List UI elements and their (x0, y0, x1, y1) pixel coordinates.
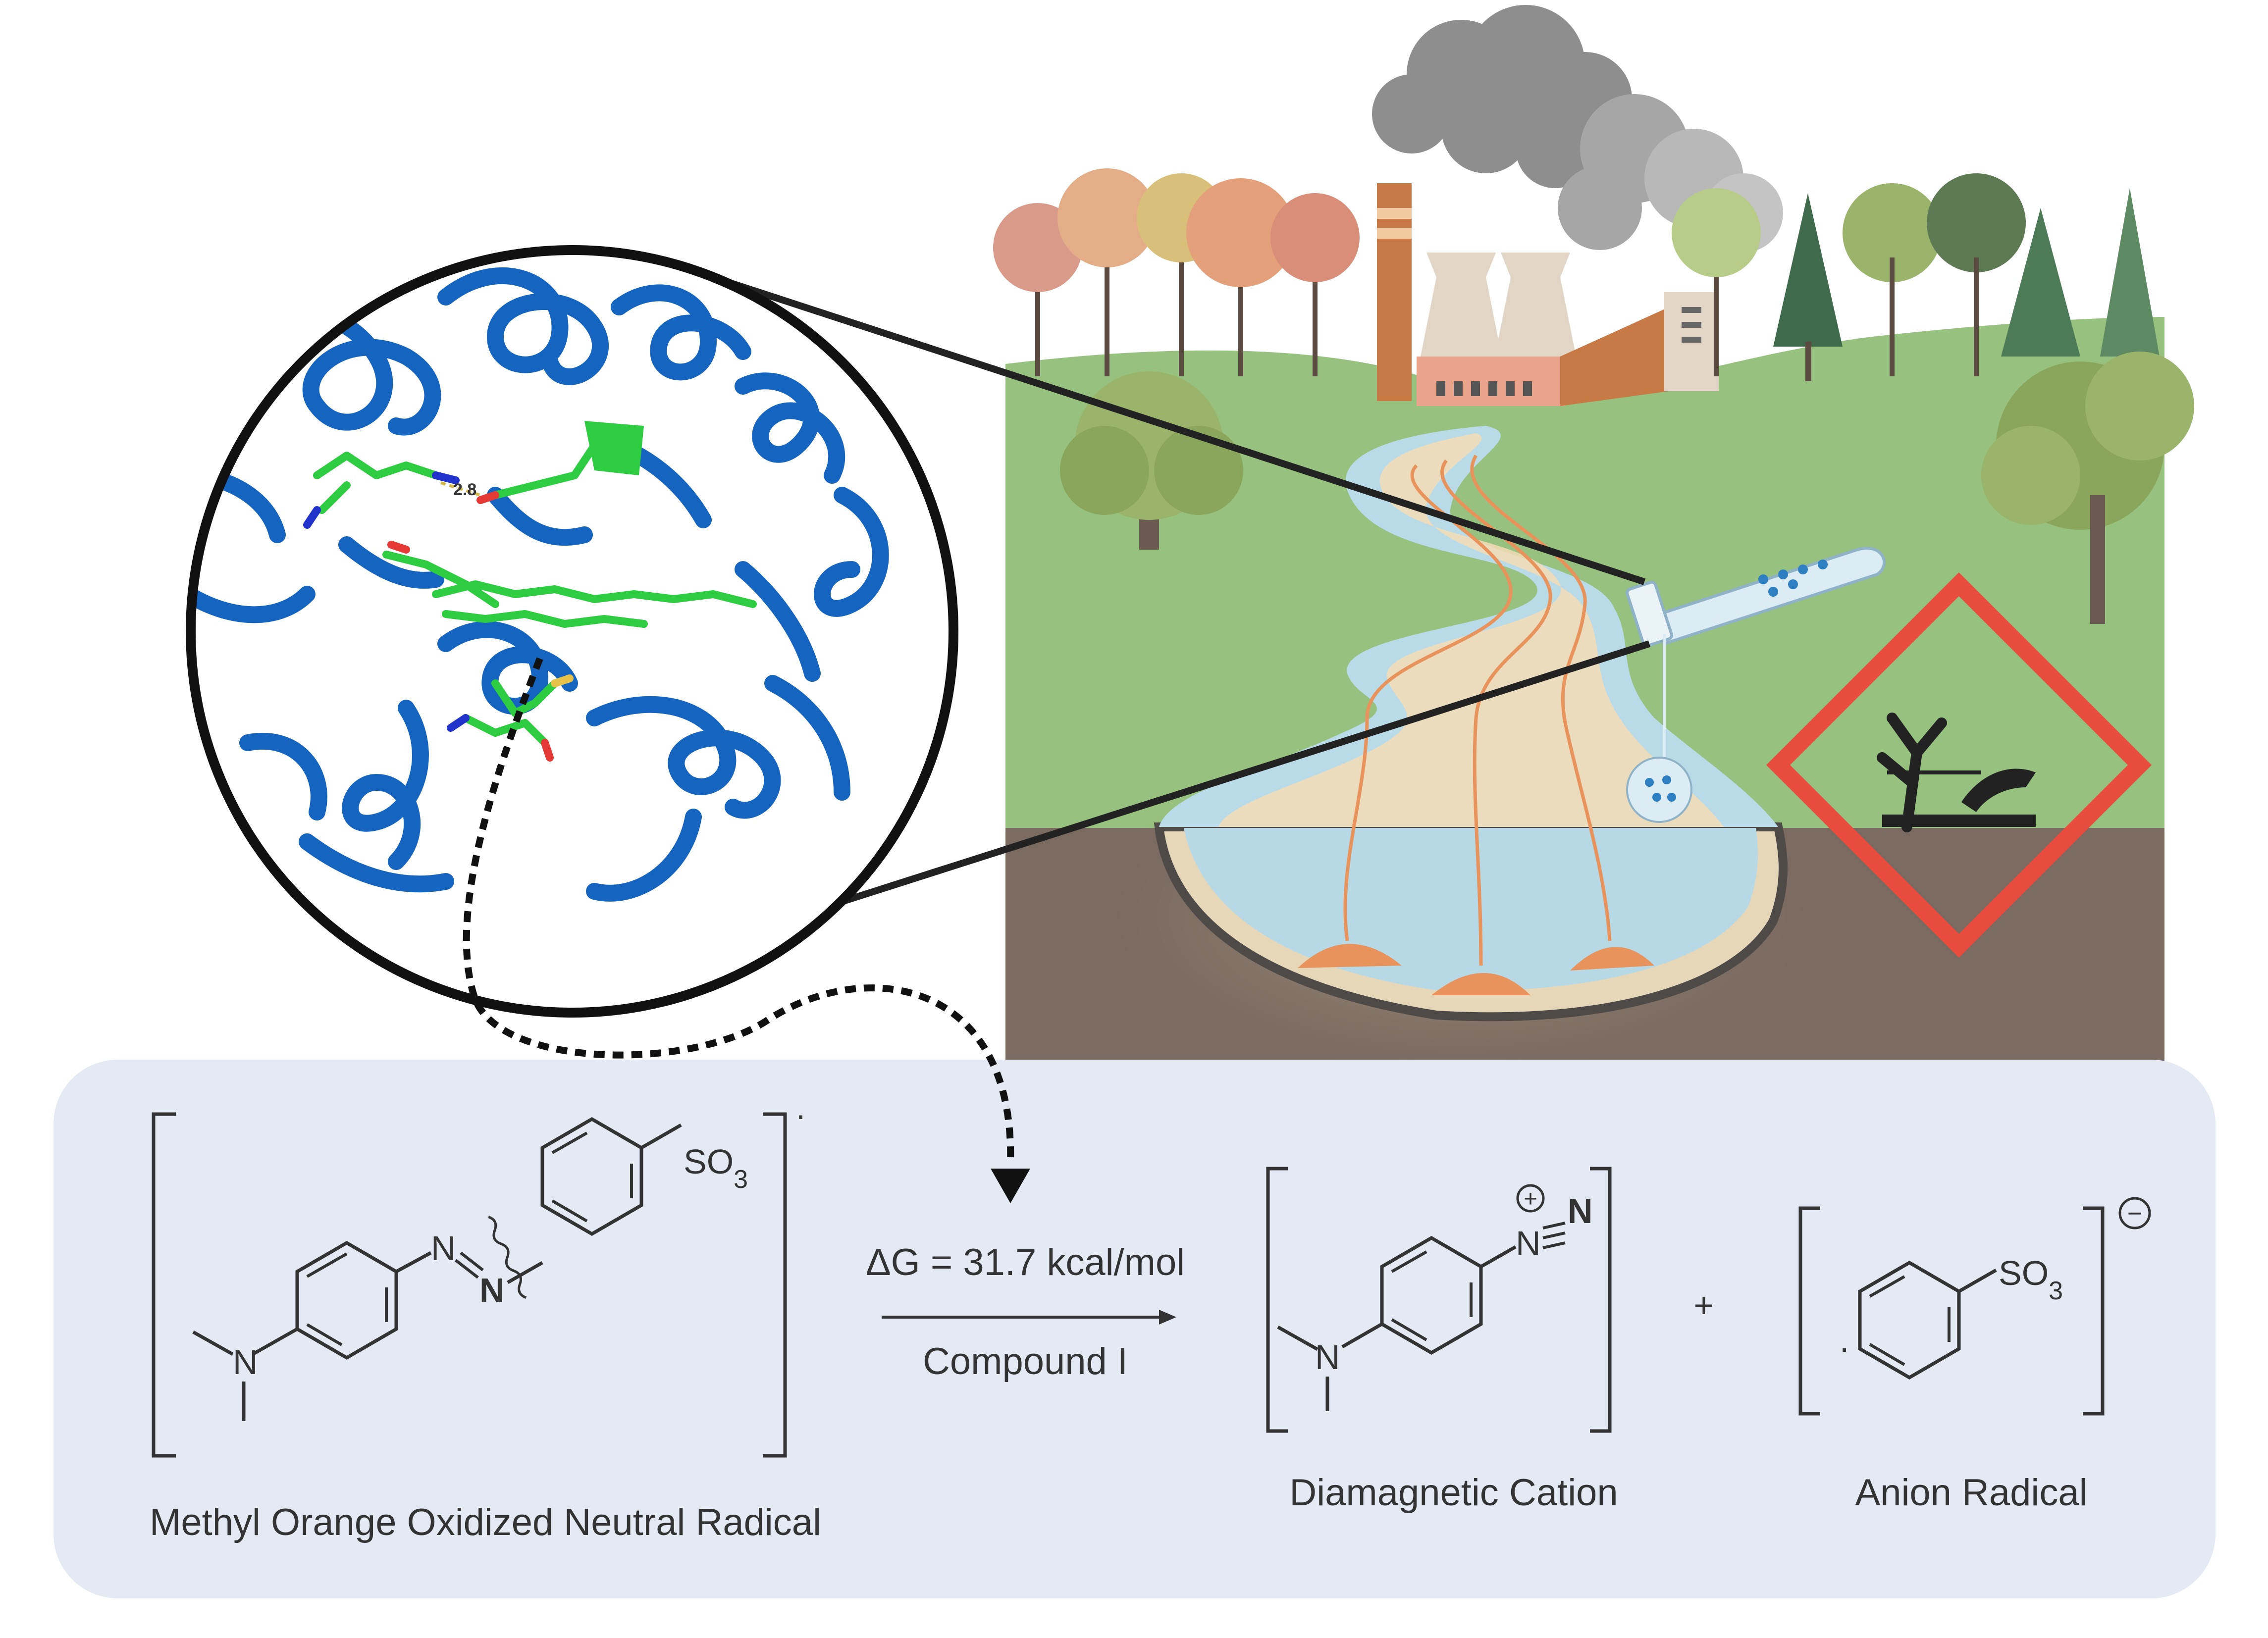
cation-molecule: N N + N (1266, 1167, 1612, 1433)
sediment-mound (1431, 973, 1530, 995)
right-bracket (763, 1112, 787, 1458)
anion-charge: − (2127, 1199, 2142, 1228)
cation-amine-n: N (1315, 1338, 1340, 1377)
dotted-arrow (463, 657, 1030, 1203)
reactant-amine-n: N (233, 1343, 258, 1382)
right-bracket (1590, 1167, 1612, 1433)
right-forest (1672, 173, 2194, 624)
zoom-connector-lines (712, 274, 1651, 915)
right-bracket (2083, 1206, 2105, 1416)
cooling-tower (1417, 253, 1506, 376)
reactant-radical-dot: · (795, 1095, 806, 1134)
reactant-label: Methyl Orange Oxidized Neutral Radical (150, 1501, 821, 1543)
reactant-so3: SO3 (684, 1142, 748, 1194)
cation-n2: N (1568, 1192, 1593, 1230)
environment-scene (993, 5, 2194, 1084)
environment-hazard-icon (1766, 572, 2152, 958)
cation-charge: + (1524, 1186, 1537, 1212)
catalyst-label: Compound I (923, 1340, 1128, 1382)
bond-cleavage-wavy (488, 1216, 527, 1299)
test-tube (1626, 547, 1886, 823)
cation-label: Diamagnetic Cation (1289, 1472, 1618, 1514)
chimney (1377, 183, 1412, 401)
left-bracket (1266, 1167, 1288, 1433)
sediment-mound (1570, 947, 1654, 971)
anion-molecule: − · SO3 (1798, 1197, 2151, 1416)
factory (1377, 183, 1719, 406)
left-bracket (1798, 1206, 1820, 1416)
anion-charge-circle (2118, 1197, 2151, 1229)
distance-label: 2.8 (453, 480, 476, 499)
anion-label: Anion Radical (1855, 1472, 2088, 1514)
reactant-n1: N (431, 1229, 456, 1268)
river-sand (1218, 433, 1724, 827)
anion-radical-dot: · (1839, 1328, 1850, 1367)
left-bracket (152, 1112, 176, 1458)
plus-sign: + (1694, 1286, 1714, 1325)
cation-n1: N (1516, 1224, 1541, 1263)
microbe-droplet (1626, 757, 1692, 823)
grass-hill (1005, 317, 2164, 832)
reaction-panel (53, 1060, 2215, 1598)
protein-structure: 2.8 (186, 245, 958, 1018)
reactant-n2: N (479, 1271, 505, 1310)
cation-charge-circle (1516, 1184, 1545, 1213)
pollutant-stream (1440, 459, 1552, 966)
cooling-tower (1491, 253, 1580, 376)
anion-so3: SO3 (1999, 1254, 2063, 1305)
reactant-molecule: · N N N SO3 (152, 1095, 806, 1458)
zoom-circle-border (186, 245, 958, 1018)
sediment-mound (1298, 944, 1402, 968)
autumn-trees (993, 168, 1360, 376)
pollutant-stream (1470, 455, 1612, 941)
delta-g-label: ΔG = 31.7 kcal/mol (866, 1241, 1185, 1283)
reaction-arrow: ΔG = 31.7 kcal/mol Compound I (866, 1241, 1185, 1382)
